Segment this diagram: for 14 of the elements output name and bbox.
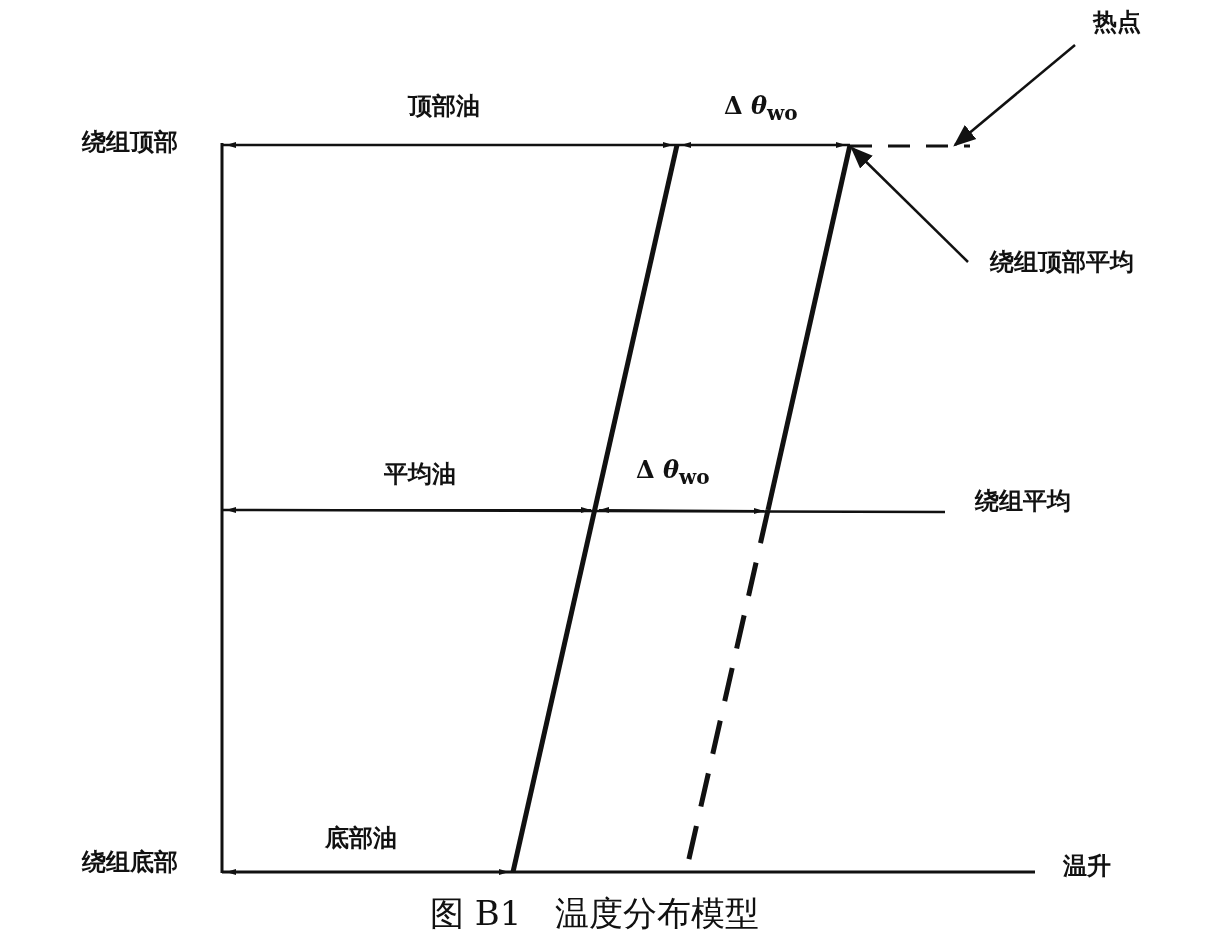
axis-label: 底部油	[325, 824, 397, 853]
axis-label: 平均油	[384, 460, 456, 489]
axis-label: Δ θ$_{wo}$	[636, 456, 710, 489]
leader-line	[850, 146, 969, 263]
leader-line	[953, 44, 1076, 147]
callout-text: 绕组顶部平均	[990, 248, 1134, 277]
callout-text: 热点	[1093, 8, 1141, 37]
axis-label: 绕组顶部	[82, 128, 178, 157]
figure-caption: 图 B1 温度分布模型	[430, 893, 760, 934]
axis-label: 绕组平均	[975, 487, 1071, 516]
axis-label: 温升	[1063, 852, 1111, 881]
axis-label: 绕组底部	[82, 848, 178, 877]
axis-label: 顶部油	[408, 92, 480, 121]
axis-label: Δ θ$_{wo}$	[724, 92, 798, 125]
